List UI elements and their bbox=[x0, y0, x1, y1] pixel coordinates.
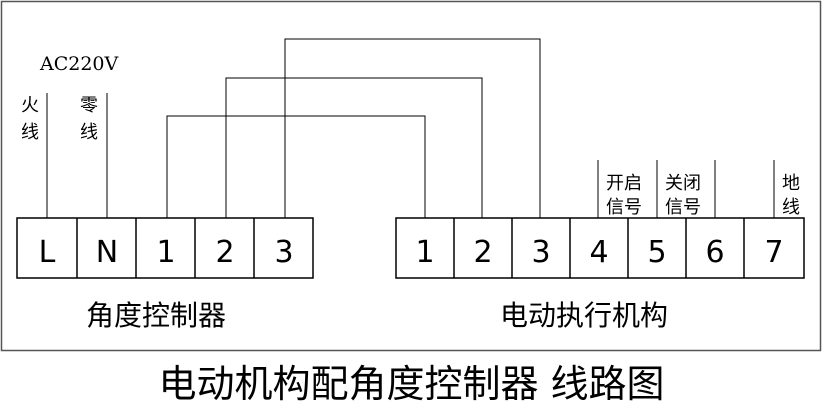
controller-terminal-1: 1 bbox=[156, 235, 175, 270]
actuator-label: 电动执行机构 bbox=[500, 299, 668, 332]
controller-terminal-2: 2 bbox=[215, 235, 234, 270]
close-signal-label-1: 关闭 bbox=[665, 173, 701, 194]
actuator-terminal-7: 7 bbox=[764, 235, 783, 270]
open-signal-label-2: 信号 bbox=[606, 197, 642, 218]
actuator-terminal-4: 4 bbox=[589, 235, 608, 270]
actuator-terminal-5: 5 bbox=[647, 235, 666, 270]
actuator-terminal-6: 6 bbox=[705, 235, 724, 270]
wires bbox=[46, 38, 775, 218]
neutral-wire-label-1: 零 bbox=[80, 95, 98, 116]
actuator-terminal-2: 2 bbox=[473, 235, 492, 270]
ground-label-1: 地 bbox=[782, 173, 800, 194]
close-signal-label-2: 信号 bbox=[665, 197, 701, 218]
controller-terminal-n: N bbox=[96, 235, 118, 270]
controller-label: 角度控制器 bbox=[86, 299, 226, 332]
controller-terminal-box bbox=[16, 217, 314, 279]
live-wire-label-2: 线 bbox=[21, 122, 39, 143]
power-label: AC220V bbox=[39, 53, 119, 75]
wiring-diagram: AC220V 火 线 零 线 开启 信号 关闭 信号 地 线 L N 1 2 3 bbox=[0, 0, 822, 352]
open-signal-label-1: 开启 bbox=[606, 173, 642, 194]
actuator-terminal-block: 1 2 3 4 5 6 7 bbox=[395, 217, 805, 279]
diagram-caption: 电动机构配角度控制器 线路图 bbox=[158, 362, 665, 406]
actuator-terminal-3: 3 bbox=[531, 235, 550, 270]
controller-terminal-l: L bbox=[39, 235, 56, 270]
wire-terminal-1 bbox=[166, 115, 426, 218]
neutral-wire-label-2: 线 bbox=[80, 122, 98, 143]
actuator-terminal-1: 1 bbox=[415, 235, 434, 270]
wire-terminal-3 bbox=[284, 38, 541, 218]
wire-terminal-2 bbox=[225, 77, 483, 218]
actuator-terminal-box bbox=[395, 217, 805, 279]
live-wire-label-1: 火 bbox=[21, 95, 39, 116]
diagram-frame bbox=[0, 0, 822, 352]
controller-terminal-block: L N 1 2 3 bbox=[16, 217, 314, 279]
controller-terminal-3: 3 bbox=[274, 235, 293, 270]
ground-label-2: 线 bbox=[782, 197, 800, 218]
